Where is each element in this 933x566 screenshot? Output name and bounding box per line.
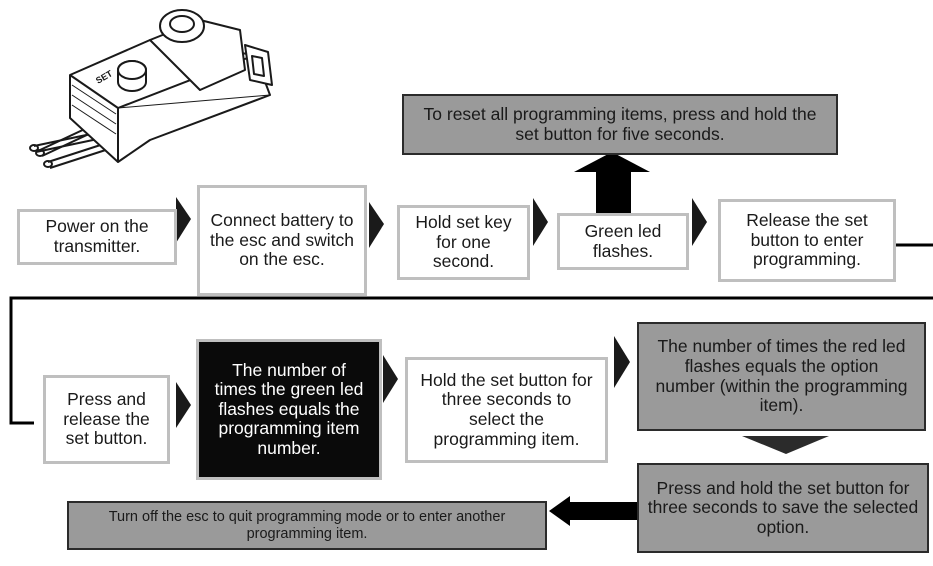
- arrow-4: [692, 198, 707, 246]
- arrow-3: [533, 198, 548, 246]
- arrow-1: [176, 197, 191, 243]
- arrow-6: [383, 355, 398, 403]
- step-save-option-text: Press and hold the set button for three …: [647, 477, 919, 537]
- step-green-led: Green led flashes.: [557, 213, 689, 270]
- step-hold-three: Hold the set button for three seconds to…: [405, 357, 608, 463]
- step-turn-off-text: Turn off the esc to quit programming mod…: [108, 509, 506, 542]
- step-red-count: The number of times the red led flashes …: [637, 322, 926, 431]
- step-press-release-text: Press and release the set button.: [63, 389, 150, 449]
- step-release-set: Release the set button to enter programm…: [718, 199, 896, 282]
- step-hold-set-key-text: Hold set key for one second.: [415, 212, 512, 272]
- step-hold-set-key: Hold set key for one second.: [397, 205, 530, 280]
- step-hold-three-text: Hold the set button for three seconds to…: [420, 369, 593, 449]
- step-connect-battery: Connect battery to the esc and switch on…: [197, 185, 367, 296]
- programming-card-illustration: [29, 9, 273, 169]
- step-turn-off: Turn off the esc to quit programming mod…: [67, 501, 547, 550]
- step-green-count: The number of times the green led flashe…: [196, 339, 382, 480]
- step-red-count-text: The number of times the red led flashes …: [655, 336, 908, 416]
- down-arrow: [742, 436, 829, 454]
- step-green-count-text: The number of times the green led flashe…: [214, 359, 364, 458]
- arrow-7: [614, 336, 630, 388]
- arrow-2: [369, 202, 384, 248]
- step-reset-all-text: To reset all programming items, press an…: [423, 103, 817, 144]
- up-arrow: [574, 152, 650, 215]
- step-press-release: Press and release the set button.: [43, 375, 170, 464]
- step-power-on: Power on the transmitter.: [17, 209, 177, 265]
- step-power-on-text: Power on the transmitter.: [45, 216, 149, 256]
- left-arrow: [549, 496, 638, 526]
- step-green-led-text: Green led flashes.: [584, 220, 662, 261]
- step-release-set-text: Release the set button to enter programm…: [746, 210, 868, 270]
- step-reset-all: To reset all programming items, press an…: [402, 94, 838, 155]
- step-connect-battery-text: Connect battery to the esc and switch on…: [210, 210, 354, 270]
- arrow-5: [176, 382, 191, 428]
- step-save-option: Press and hold the set button for three …: [637, 463, 929, 553]
- wrap-connector: [9, 243, 933, 425]
